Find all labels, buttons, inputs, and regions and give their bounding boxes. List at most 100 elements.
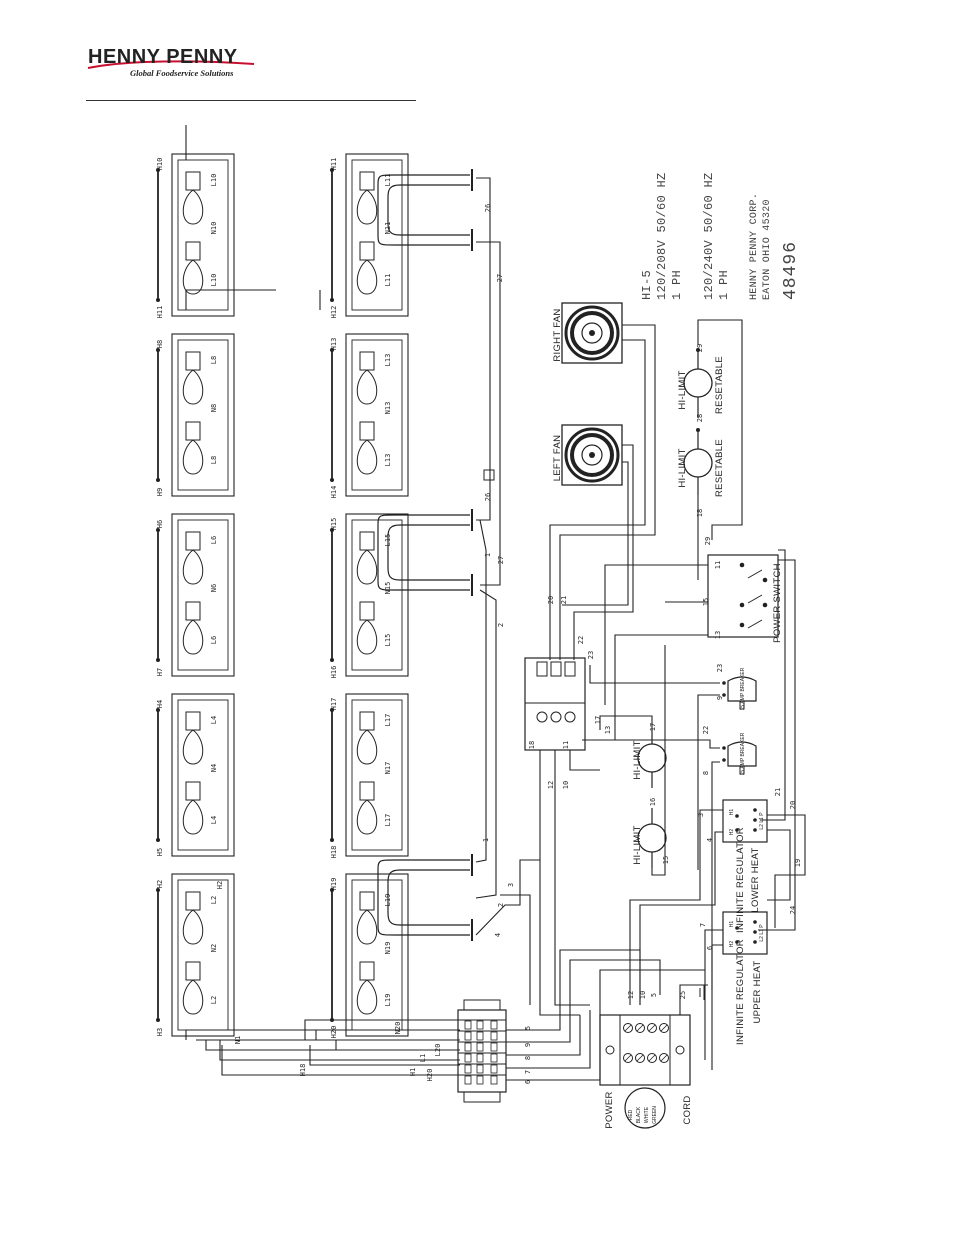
lamp-label-h: H13 <box>330 338 338 351</box>
reg-terminal-labels: H1 <box>729 809 735 816</box>
lamp-socket <box>185 601 201 621</box>
regulator-terminal <box>753 940 757 944</box>
resetable-hi-limit-right <box>683 348 713 418</box>
wire <box>651 645 666 876</box>
fan-center <box>589 330 595 336</box>
heating-element-mid <box>377 509 473 596</box>
regulator-body <box>722 911 768 955</box>
regulator-terminal <box>735 828 739 832</box>
rating-1: 120/208V 50/60 HZ <box>655 172 669 300</box>
lamp-label-n: N2 <box>210 944 218 952</box>
contactor-screw <box>550 711 562 723</box>
lamp-label-h: H7 <box>156 668 164 676</box>
bulb-icon <box>182 979 204 1015</box>
wire-label: UPPER HEAT <box>752 960 763 1023</box>
power-screw-slot <box>660 1024 668 1032</box>
terminal-screw <box>464 1075 472 1085</box>
contactor-terminal <box>536 661 548 677</box>
rod-end <box>156 888 160 892</box>
bulb-icon <box>356 549 378 585</box>
fan-ring <box>564 427 620 483</box>
lamp-label-l: L17 <box>384 814 392 827</box>
terminal-block-foot <box>463 999 501 1011</box>
terminal-screw <box>476 1042 484 1052</box>
heating-element-bottom <box>377 854 473 941</box>
wire-label: 27 <box>496 274 504 282</box>
switch-contact <box>739 622 745 628</box>
terminal-screw <box>490 1042 498 1052</box>
cord-jacket <box>624 1087 666 1129</box>
logo-swoosh-icon <box>87 60 255 69</box>
wire-label: 17 <box>649 723 657 731</box>
wire-label: 22 <box>702 726 710 734</box>
thermostat-icon <box>683 368 713 398</box>
bulb-icon <box>356 729 378 765</box>
wire-label: LEFT FAN <box>552 435 563 482</box>
reg-terminal-labels: H2 <box>729 941 735 948</box>
wire-label: H20 <box>426 1069 434 1082</box>
lamp-label-h: H16 <box>330 666 338 679</box>
henny-penny-logo: HENNY PENNY Global Foodservice Solutions <box>86 44 256 84</box>
element-inner <box>387 524 470 581</box>
wire <box>559 324 656 660</box>
wire-label: 8 <box>702 771 710 775</box>
lamp-frame <box>345 513 409 677</box>
right-fan-icon <box>561 302 623 364</box>
rod-end <box>330 838 334 842</box>
fan-housing <box>561 424 623 486</box>
fan-center <box>589 452 595 458</box>
wire-label: 12 <box>547 781 555 789</box>
lamp-label-h: H5 <box>156 848 164 856</box>
wire-label: 11 <box>714 561 722 569</box>
fan-ring <box>564 305 620 361</box>
lamp-inner-frame <box>177 159 229 311</box>
breaker-label: 15 AMP BREAKER <box>740 667 746 710</box>
wire-label: 17 <box>594 716 602 724</box>
cord-wire-label: BLACK <box>636 1106 642 1123</box>
lamp-label-l: L10 <box>210 274 218 287</box>
rod-end <box>330 708 334 712</box>
rod-end <box>156 838 160 842</box>
switch-blade <box>747 569 763 579</box>
terminal-dot <box>696 428 700 432</box>
lamp-frame <box>171 333 235 497</box>
terminal-screw <box>464 1053 472 1063</box>
contactor <box>524 657 586 751</box>
rod-end <box>156 478 160 482</box>
wire <box>185 289 276 310</box>
lamp-label-n: N8 <box>210 404 218 412</box>
switch-contact <box>762 577 768 583</box>
power-screw <box>647 1023 657 1033</box>
lamp-frame <box>171 153 235 317</box>
lamp-label-n: N15 <box>384 582 392 595</box>
lamp-array: H10L10N10H11L10H8L8N8H9L8H6L6N6H7L6H4L4N… <box>156 153 409 1038</box>
connector <box>483 469 495 481</box>
wire-label: L1 <box>419 1054 427 1062</box>
element-inner <box>387 184 470 236</box>
lamp-label-l: L2 <box>210 996 218 1004</box>
rod-end <box>330 658 334 662</box>
wire <box>539 750 580 1016</box>
wire <box>506 1015 581 1056</box>
lamp-socket <box>359 601 375 621</box>
wire-label: 3 <box>697 813 705 817</box>
fan-hub <box>581 444 603 466</box>
terminal-screw <box>464 1042 472 1052</box>
power-screw <box>635 1053 645 1063</box>
wire-label: 11 <box>562 741 570 749</box>
rod-end <box>156 348 160 352</box>
mount-screw <box>675 1045 685 1055</box>
lamp-label-l: L6 <box>210 636 218 644</box>
wire-label: 23 <box>716 664 724 672</box>
wire <box>506 969 705 1081</box>
rod-end <box>330 888 334 892</box>
wire <box>562 461 629 606</box>
wire-label: HI-LIMIT <box>677 448 688 487</box>
bulb-icon <box>356 979 378 1015</box>
terminal-screw <box>476 1020 484 1030</box>
bulb-icon <box>356 909 378 945</box>
hi-limit-lower-icon <box>637 808 667 868</box>
